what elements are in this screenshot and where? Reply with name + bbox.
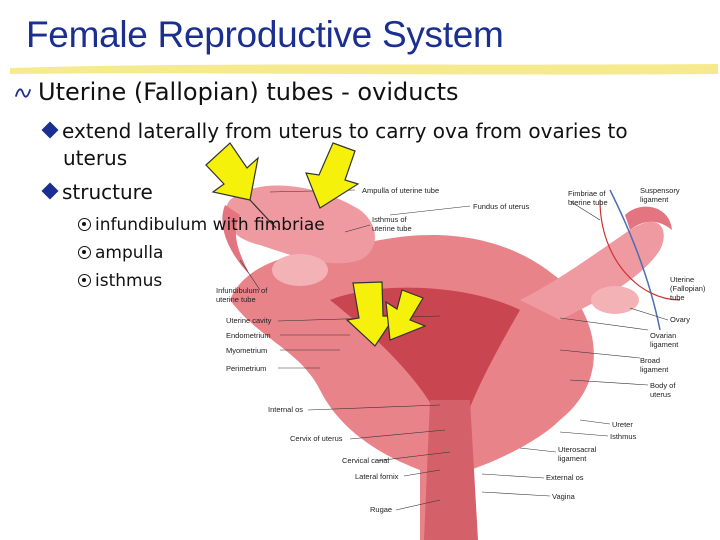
label-ovary: Ovary: [670, 315, 690, 324]
cervix-shape: [424, 400, 478, 540]
main-bullet-text: Uterine (Fallopian) tubes - oviducts: [38, 78, 459, 106]
sub-bullet-text: extend laterally from uterus to carry ov…: [62, 119, 628, 143]
label-fundus: Fundus of uterus: [473, 202, 530, 211]
main-bullet: Uterine (Fallopian) tubes - oviducts: [14, 78, 459, 106]
label-internal-os: Internal os: [268, 405, 303, 414]
label-uterosacral-2: ligament: [558, 454, 587, 463]
label-body-uterus-1: Body of: [650, 381, 676, 390]
bullet-list: Uterine (Fallopian) tubes - oviducts ext…: [14, 78, 628, 291]
label-uterine-tube-1: Uterine: [670, 275, 694, 284]
title-underline-stroke: [10, 64, 718, 75]
label-ureter: Ureter: [612, 420, 633, 429]
right-fimbriae-shape: [625, 206, 672, 230]
label-fimbriae-1: Fimbriae of: [568, 189, 606, 198]
label-vagina: Vagina: [552, 492, 576, 501]
vessel-line: [609, 189, 661, 331]
sub-bullet-text: uterus: [63, 146, 128, 170]
label-broad-ligament-2: ligament: [640, 365, 669, 374]
label-uterosacral-1: Uterosacral: [558, 445, 597, 454]
label-infundibulum-1: Infundibulum of: [216, 286, 268, 295]
slide-title: Female Reproductive System: [26, 14, 504, 55]
label-body-uterus-2: uterus: [650, 390, 671, 399]
label-uterine-tube-2: (Fallopian): [670, 284, 706, 293]
label-lateral-fornix: Lateral fornix: [355, 472, 399, 481]
callout-arrow: [385, 289, 427, 341]
wave-bullet-icon: [14, 88, 32, 98]
target-bullet-icon: [78, 218, 91, 231]
label-external-os: External os: [546, 473, 584, 482]
sub-bullet: structure: [41, 179, 153, 205]
leader-lines: [239, 189, 669, 511]
target-bullet-icon: [78, 274, 91, 287]
sub-bullet: extend laterally from uterus to carry ov…: [41, 118, 628, 144]
sub-sub-bullet: ampulla: [78, 243, 163, 263]
label-isthmus-1: Isthmus of: [372, 215, 408, 224]
diamond-bullet-icon: [41, 182, 59, 200]
label-myometrium: Myometrium: [226, 346, 267, 355]
label-isthmus-2: uterine tube: [372, 224, 412, 233]
left-fimbriae-shape: [222, 205, 250, 275]
label-uterine-cavity: Uterine cavity: [226, 316, 272, 325]
callout-arrow: [345, 281, 397, 347]
sub-bullet-continuation: uterus: [63, 145, 127, 171]
sub-sub-bullet: isthmus: [78, 271, 162, 291]
label-isthmus: Isthmus: [610, 432, 637, 441]
right-ovary-shape: [591, 286, 639, 314]
left-tube-shape: [224, 185, 375, 264]
sub-sub-bullet-text: ampulla: [95, 243, 164, 263]
sub-bullet-text: structure: [62, 180, 153, 204]
label-infundibulum-2: uterine tube: [216, 295, 256, 304]
label-rugae: Rugae: [370, 505, 392, 514]
label-broad-ligament-1: Broad: [640, 356, 660, 365]
target-bullet-icon: [78, 246, 91, 259]
label-ovarian-ligament-2: ligament: [650, 340, 679, 349]
sub-sub-bullet-text: isthmus: [95, 271, 163, 291]
label-ovarian-ligament-1: Ovarian: [650, 331, 676, 340]
label-fimbriae-2: uterine tube: [568, 198, 608, 207]
label-cervical-canal: Cervical canal: [342, 456, 389, 465]
label-uterine-tube-3: tube: [670, 293, 685, 302]
diamond-bullet-icon: [41, 121, 59, 139]
label-cervix: Cervix of uterus: [290, 434, 343, 443]
label-suspensory-1: Suspensory: [640, 186, 680, 195]
vessel-line: [599, 199, 681, 301]
label-ampulla: Ampulla of uterine tube: [362, 186, 439, 195]
left-ovary-shape: [272, 254, 328, 286]
label-endometrium: Endometrium: [226, 331, 271, 340]
label-suspensory-2: ligament: [640, 195, 669, 204]
label-perimetrium: Perimetrium: [226, 364, 266, 373]
sub-sub-bullet-text: infundibulum with fimbriae: [95, 215, 325, 235]
callout-arrow: [305, 142, 360, 209]
sub-sub-bullet: infundibulum with fimbriae: [78, 215, 325, 235]
right-tube-shape: [520, 221, 664, 320]
callout-arrow: [205, 142, 277, 229]
